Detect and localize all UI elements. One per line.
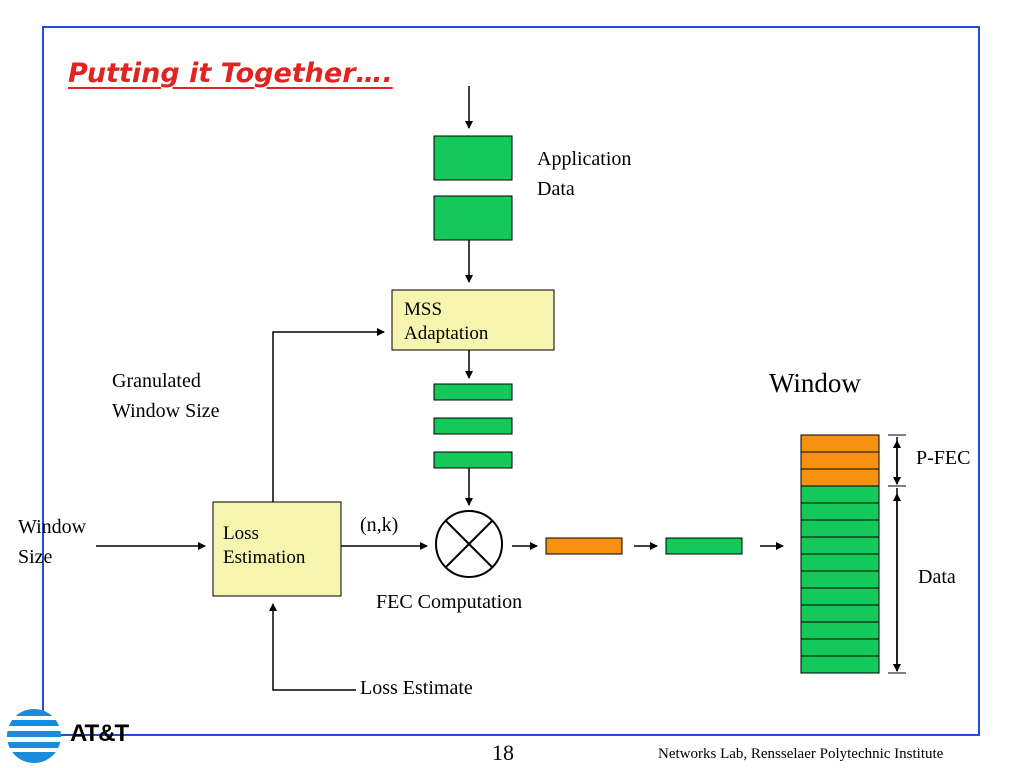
app-packet-1 bbox=[433, 135, 513, 181]
slide-title: Putting it Together…. bbox=[68, 58, 393, 89]
window-stack bbox=[800, 434, 880, 674]
small-packet-1 bbox=[433, 383, 513, 401]
att-logo-text: AT&T bbox=[70, 720, 129, 747]
data-label: Data bbox=[918, 566, 956, 588]
loss-estimate-arrow bbox=[269, 603, 356, 691]
page-number: 18 bbox=[492, 740, 514, 765]
fec-output-green bbox=[665, 537, 743, 555]
fec-output-orange bbox=[545, 537, 623, 555]
mss-adaptation-label: MSS Adaptation bbox=[404, 299, 489, 344]
fec-computation-label: FEC Computation bbox=[376, 591, 523, 613]
att-globe-icon bbox=[6, 709, 62, 763]
window-size-input-label: Window Size bbox=[18, 516, 87, 568]
loss-estimation-label: Loss Estimation bbox=[223, 523, 306, 568]
application-data-label: Application Data bbox=[537, 148, 632, 200]
granulated-window-size-label: Granulated Window Size bbox=[112, 370, 220, 422]
loss-estimation-box bbox=[212, 501, 342, 597]
nk-label: (n,k) bbox=[360, 514, 399, 536]
small-packet-3 bbox=[433, 451, 513, 469]
window-label: Window bbox=[769, 368, 861, 398]
mss-adaptation-box bbox=[391, 289, 555, 351]
loss-estimate-label: Loss Estimate bbox=[360, 677, 473, 699]
pfec-label: P-FEC bbox=[916, 447, 971, 469]
footer-credit: Networks Lab, Rensselaer Polytechnic Ins… bbox=[658, 746, 944, 762]
granulated-arrow bbox=[272, 328, 385, 502]
small-packet-2 bbox=[433, 417, 513, 435]
app-packet-2 bbox=[433, 195, 513, 241]
